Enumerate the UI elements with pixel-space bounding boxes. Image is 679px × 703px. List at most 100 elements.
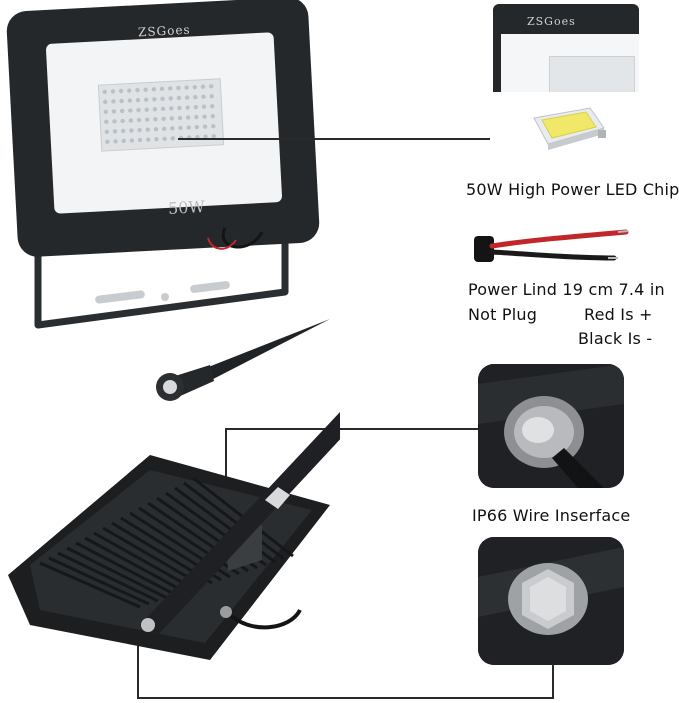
led-dot [119, 98, 124, 104]
heatsink-fin [84, 536, 186, 594]
led-dot [112, 129, 118, 134]
led-dot [201, 104, 207, 109]
not-plug-caption: Not Plug [468, 305, 538, 324]
floodlight-back-drawing [8, 395, 372, 660]
led-dot [177, 115, 183, 121]
led-dot [200, 84, 206, 89]
chip-caption: 50W High Power LED Chip [466, 180, 679, 199]
heatsink-fin [75, 541, 177, 597]
heatsink-fin [183, 481, 285, 561]
led-dot [136, 117, 142, 123]
led-dot [201, 94, 206, 99]
led-dot [169, 116, 174, 121]
led-dot [143, 97, 149, 102]
led-dot [185, 105, 190, 110]
leader-line-bottom [137, 697, 554, 699]
led-dot [102, 89, 107, 95]
led-dot [184, 95, 190, 100]
led-dot [128, 118, 134, 123]
heatsink-fin [48, 556, 150, 606]
black-wire-caption: Black Is - [578, 329, 653, 348]
heatsink-fin [93, 531, 195, 591]
led-dot [170, 136, 176, 141]
brand-logo: ZSGoes [137, 22, 191, 40]
leader-line-chip [178, 138, 490, 140]
wire-image [470, 218, 630, 268]
led-dot [111, 109, 117, 114]
ground-stake-image [150, 315, 335, 415]
led-dot [104, 119, 109, 125]
led-dot [135, 97, 141, 103]
led-dot [120, 128, 126, 134]
power-line-caption: Power Lind 19 cm 7.4 in [468, 280, 665, 299]
inset-brand-logo: ZSGoes [527, 15, 576, 28]
led-dot [193, 94, 198, 100]
led-dot [177, 105, 182, 111]
led-dot [184, 85, 189, 90]
led-dot [112, 119, 117, 124]
heatsink-fin [39, 561, 141, 609]
led-dot [161, 126, 167, 132]
led-dot [137, 137, 143, 143]
heatsink-fin [66, 546, 168, 600]
led-dot [111, 99, 116, 104]
led-dot [186, 125, 191, 130]
led-dot [146, 137, 151, 142]
led-dot [136, 107, 141, 113]
led-dot [128, 108, 133, 113]
led-dot [160, 106, 166, 112]
led-dot [194, 124, 200, 130]
wattage-label: 50W [167, 197, 206, 218]
red-wire-caption: Red Is + [584, 305, 653, 324]
led-dot [202, 124, 208, 129]
inset-closeup: ZSGoes [493, 4, 639, 92]
ip66-bolt-image [478, 537, 624, 665]
led-dot [194, 114, 199, 120]
led-dot [169, 106, 174, 111]
led-dot [168, 96, 173, 101]
led-dot [208, 84, 214, 89]
led-dot [176, 95, 182, 101]
led-chip-image [528, 104, 608, 154]
led-dot [202, 114, 207, 119]
leader-line-bolt-vertical [552, 664, 554, 698]
led-dot [151, 87, 157, 92]
led-dot [185, 115, 191, 120]
led-dot [161, 116, 166, 122]
led-dot [192, 84, 197, 90]
floodlight-front: ZSGoes 50W [0, 0, 330, 330]
leader-line-left-vertical [137, 625, 139, 698]
led-dot [145, 127, 150, 132]
led-dot [121, 138, 126, 144]
led-dot [153, 117, 158, 122]
led-dot [144, 107, 149, 112]
led-dot [137, 127, 142, 133]
led-dot [152, 97, 157, 102]
floodlight-front-drawing [6, 0, 320, 329]
led-dot [203, 134, 208, 139]
led-dot [176, 85, 181, 91]
led-dot [118, 88, 124, 94]
led-dot [193, 104, 199, 110]
led-dot [211, 124, 216, 129]
leader-line-ip66 [225, 428, 478, 430]
ip66-gland-image [478, 364, 624, 488]
led-dot [178, 125, 183, 131]
led-dot [143, 87, 148, 92]
led-dot [113, 139, 118, 144]
heatsink-fin [57, 551, 159, 603]
led-dot [159, 86, 165, 92]
ip66-caption: IP66 Wire Inserface [472, 506, 631, 525]
led-dot [127, 98, 133, 103]
led-dot [145, 117, 150, 122]
led-dot [209, 94, 214, 99]
led-dot [160, 96, 165, 102]
led-dot [105, 139, 110, 144]
led-dot [103, 109, 108, 115]
led-dot [210, 114, 215, 119]
led-dot [129, 138, 135, 143]
led-dot [153, 127, 159, 132]
led-dot [135, 87, 140, 93]
led-dot [168, 86, 173, 91]
led-dot [120, 118, 125, 124]
